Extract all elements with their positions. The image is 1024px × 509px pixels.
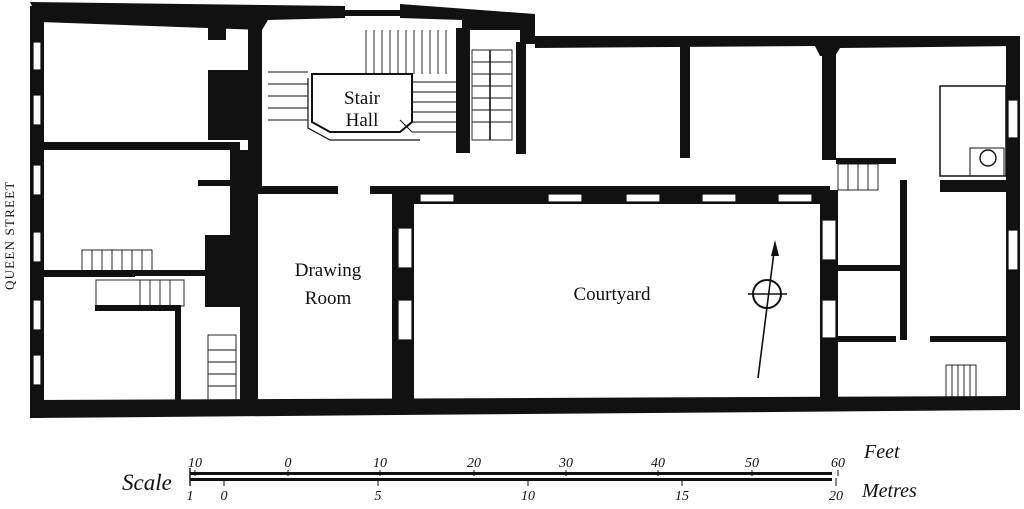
metre-tick-label: 1 [187, 489, 194, 504]
metre-tick-label: 5 [375, 489, 382, 504]
stair-hall-label: Stair Hall [344, 88, 381, 131]
back-staircase [471, 49, 513, 141]
street-label: QUEEN STREET [2, 181, 17, 290]
feet-tick-label: 30 [558, 456, 573, 471]
feet-tick-label: 50 [745, 456, 759, 471]
svg-text:Drawing: Drawing [295, 260, 362, 281]
courtyard-windows [397, 85, 1019, 341]
courtyard-label: Courtyard [573, 284, 651, 305]
feet-tick-label: 60 [831, 456, 845, 471]
svg-text:Hall: Hall [346, 110, 379, 131]
svg-text:Room: Room [305, 288, 352, 309]
main-staircase [268, 30, 456, 141]
feet-tick-label: 0 [285, 456, 292, 471]
fireplace-feature [969, 147, 1005, 177]
service-stairs [81, 163, 977, 401]
feet-tick-label: 40 [651, 456, 665, 471]
feet-unit-label: Feet [863, 441, 900, 463]
feet-tick-label: 10 [188, 456, 202, 471]
svg-text:Stair: Stair [344, 88, 381, 109]
metre-tick-label: 20 [829, 489, 843, 504]
metre-tick-label: 0 [221, 489, 228, 504]
drawing-room-label: Drawing Room [295, 260, 362, 309]
metres-unit-label: Metres [861, 480, 917, 502]
metre-tick-label: 15 [675, 489, 689, 504]
feet-tick-label: 10 [373, 456, 387, 471]
scale-label: Scale [122, 470, 172, 495]
feet-tick-label: 20 [467, 456, 481, 471]
north-compass [748, 240, 787, 379]
metre-tick-label: 10 [521, 489, 535, 504]
interior-walls [40, 12, 1006, 404]
street-windows [32, 41, 42, 386]
feet-ticks: 10 0 10 20 30 40 50 60 [188, 456, 845, 476]
